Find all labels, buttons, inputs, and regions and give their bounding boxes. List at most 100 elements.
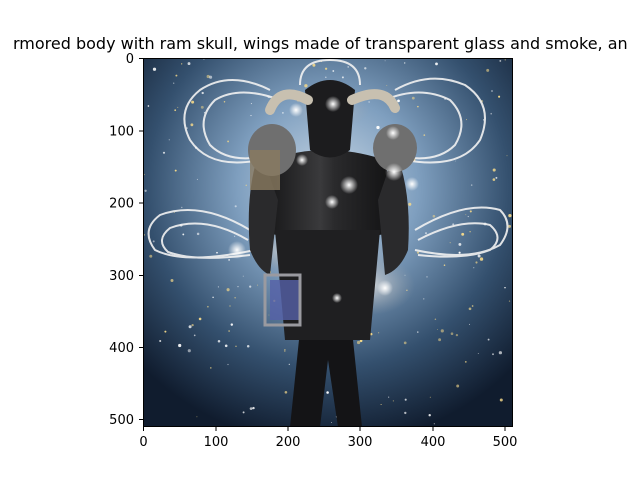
figure-title: rmored body with ram skull, wings made o… bbox=[0, 34, 640, 54]
star bbox=[223, 101, 226, 103]
star bbox=[504, 286, 506, 289]
star bbox=[508, 300, 511, 302]
star bbox=[487, 338, 490, 341]
star bbox=[477, 254, 481, 258]
star bbox=[490, 112, 492, 115]
star bbox=[234, 297, 236, 299]
star bbox=[359, 339, 363, 343]
x-tick-label: 500 bbox=[493, 435, 518, 450]
star bbox=[341, 76, 344, 79]
x-tick-label: 400 bbox=[421, 435, 446, 450]
y-tick-label: 400 bbox=[109, 341, 134, 356]
y-axis: 0 100 200 300 400 500 bbox=[109, 52, 143, 428]
star bbox=[417, 331, 419, 333]
x-tick: 0 bbox=[139, 427, 148, 450]
star bbox=[168, 139, 170, 141]
star bbox=[246, 345, 250, 348]
star bbox=[450, 332, 454, 335]
star bbox=[187, 349, 191, 353]
artwork-image bbox=[143, 58, 513, 427]
star bbox=[433, 423, 435, 425]
armored-figure bbox=[248, 80, 417, 427]
star bbox=[326, 391, 329, 394]
star bbox=[228, 330, 230, 332]
star bbox=[196, 232, 200, 236]
star bbox=[368, 101, 370, 103]
star bbox=[492, 353, 494, 356]
star bbox=[193, 334, 196, 337]
x-tick-label: 300 bbox=[348, 435, 373, 450]
star bbox=[380, 403, 382, 406]
star bbox=[428, 414, 431, 417]
star bbox=[468, 307, 472, 311]
star bbox=[458, 251, 461, 254]
star bbox=[152, 67, 157, 71]
star bbox=[492, 178, 496, 181]
star bbox=[498, 95, 501, 98]
star bbox=[173, 211, 175, 213]
star bbox=[282, 112, 284, 114]
star bbox=[504, 59, 506, 61]
star bbox=[384, 60, 386, 62]
star bbox=[506, 155, 508, 157]
star bbox=[174, 169, 177, 172]
x-tick: 200 bbox=[276, 427, 300, 450]
wings bbox=[147, 58, 509, 259]
x-tick: 400 bbox=[421, 427, 446, 450]
star bbox=[454, 160, 456, 162]
y-tick-label: 300 bbox=[109, 269, 134, 284]
star bbox=[499, 398, 503, 402]
star bbox=[230, 323, 234, 326]
star bbox=[178, 343, 182, 348]
star bbox=[465, 214, 467, 216]
star bbox=[312, 63, 316, 67]
star bbox=[181, 206, 183, 209]
star bbox=[242, 275, 244, 277]
star bbox=[471, 305, 474, 307]
y-tick-label: 0 bbox=[126, 52, 134, 67]
star bbox=[237, 286, 239, 288]
star bbox=[190, 123, 194, 127]
star bbox=[507, 224, 512, 228]
star bbox=[438, 338, 442, 342]
star bbox=[234, 205, 237, 208]
star bbox=[152, 240, 155, 243]
star bbox=[173, 82, 175, 84]
star bbox=[417, 105, 419, 108]
star bbox=[324, 67, 328, 70]
star bbox=[284, 391, 288, 394]
star bbox=[486, 68, 490, 72]
star bbox=[464, 361, 467, 363]
star bbox=[228, 259, 230, 261]
star bbox=[181, 63, 183, 65]
star bbox=[226, 288, 230, 292]
star bbox=[210, 367, 212, 369]
star bbox=[473, 267, 475, 269]
star bbox=[469, 210, 472, 213]
star bbox=[257, 284, 259, 286]
star bbox=[182, 233, 185, 236]
y-tick-label: 100 bbox=[109, 125, 134, 140]
star bbox=[224, 344, 228, 348]
y-tick: 500 bbox=[109, 413, 143, 428]
star bbox=[162, 151, 166, 154]
star bbox=[217, 340, 221, 343]
star bbox=[284, 350, 286, 352]
glow-orbs bbox=[228, 96, 419, 303]
star bbox=[187, 62, 191, 66]
figure-title-text: rmored body with ram skull, wings made o… bbox=[13, 34, 628, 53]
star bbox=[456, 384, 460, 388]
star bbox=[440, 329, 444, 333]
star bbox=[458, 242, 462, 246]
x-tick-label: 0 bbox=[139, 435, 147, 450]
star bbox=[304, 84, 308, 88]
star bbox=[449, 242, 451, 244]
star bbox=[229, 305, 231, 307]
star bbox=[392, 400, 395, 402]
star bbox=[234, 235, 236, 237]
star bbox=[191, 323, 194, 327]
star bbox=[386, 84, 388, 86]
star bbox=[435, 62, 438, 66]
star bbox=[426, 276, 428, 278]
